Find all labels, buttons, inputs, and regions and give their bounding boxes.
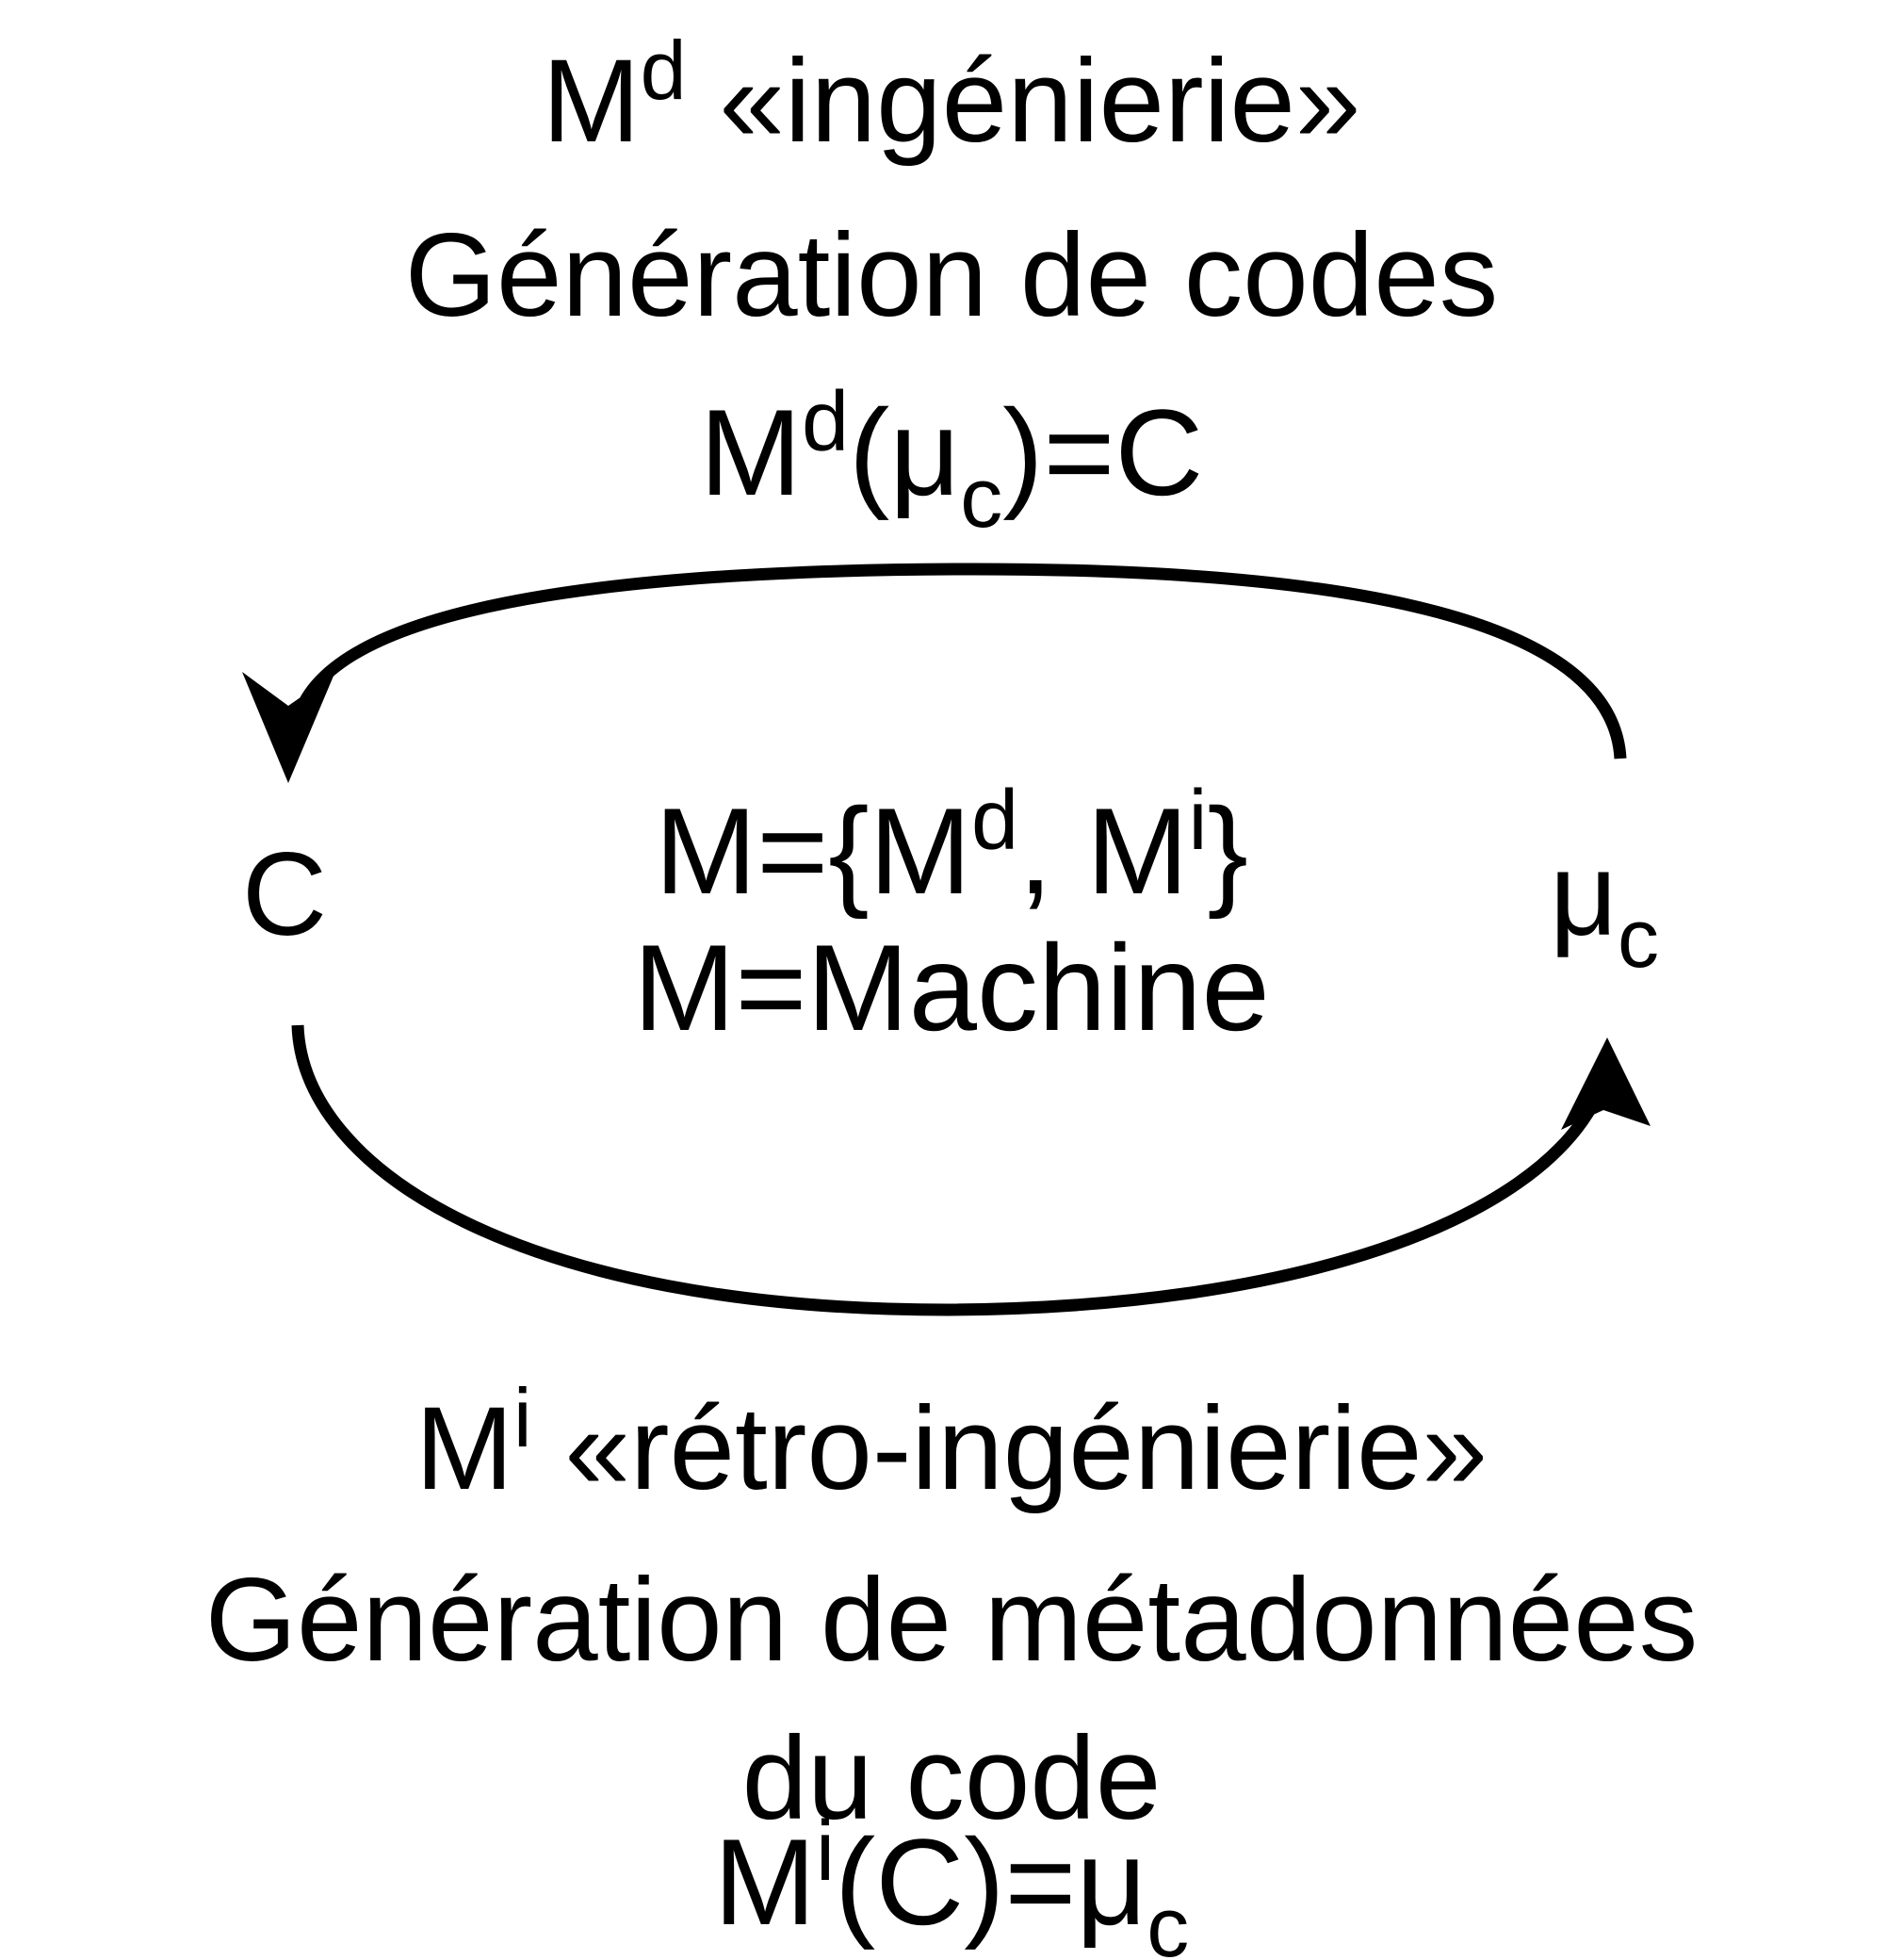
machine-set-a: M={M [655,782,971,920]
forward-arc-curve [292,563,1627,760]
forward-formula-sup-d: d [802,375,849,469]
top-caption-line1: Md «ingénierie» [543,24,1361,167]
reverse-formula-sub-c: c [1147,1881,1189,1960]
top-caption-line2-text: Génération de codes [405,210,1499,341]
forward-engineering-caption: Md «ingénierie» Génération de codes Md(μ… [405,24,1499,546]
reverse-formula: Mi(C)=μc [714,1805,1190,1960]
top-caption-sup-d: d [641,24,687,117]
bottom-caption-sup-i: i [513,1371,532,1464]
reverse-arc-curve [291,1024,1602,1316]
forward-formula-sub-c: c [960,451,1002,546]
bottom-caption-line3: du code [742,1713,1162,1844]
machine-set-b: , M [1018,782,1189,920]
reverse-formula-sup-i: i [816,1805,835,1899]
reverse-formula-m: M [714,1813,816,1951]
forward-formula-open-mu: (μ [849,384,960,521]
top-caption-line2: Génération de codes [405,210,1499,341]
machine-set-sup-d: d [971,774,1018,868]
reverse-formula-mid: (C)=μ [835,1813,1147,1951]
arrowhead-up-icon [1561,1037,1651,1130]
cycle-nodes: C M={Md, Mi} M=Machine μc [242,774,1659,1056]
code-node-label: C [242,829,327,960]
bottom-caption-line1-rest: «rétro-ingénierie» [532,1383,1488,1514]
arrowhead-down-icon [242,672,334,783]
forward-formula: Md(μc)=C [700,375,1204,546]
metadata-node-mu: μ [1550,829,1618,960]
bottom-caption-line1: Mi «rétro-ingénierie» [415,1371,1488,1514]
reverse-engineering-caption: Mi «rétro-ingénierie» Génération de méta… [205,1371,1698,1960]
bottom-caption-line2-text: Génération de métadonnées [205,1555,1698,1686]
top-caption-line1-rest: «ingénierie» [687,36,1361,167]
forward-arrow [242,563,1627,783]
forward-formula-m: M [700,384,802,521]
machine-def-text: M=Machine [633,919,1270,1056]
code-node-text: C [242,829,327,960]
bottom-caption-line3-text: du code [742,1713,1162,1844]
bottom-caption-m: M [415,1383,513,1514]
top-caption-m: M [543,36,641,167]
machine-set-line: M={Md, Mi} [655,774,1248,920]
reverse-arrow [291,1024,1651,1316]
machine-def-line: M=Machine [633,919,1270,1056]
metadata-node-label: μc [1550,829,1659,985]
bottom-caption-line2: Génération de métadonnées [205,1555,1698,1686]
machine-set-sup-i: i [1189,774,1208,868]
forward-formula-close: )=C [1002,384,1203,521]
metadata-node-sub-c: c [1618,891,1659,985]
machine-set-c: } [1208,782,1248,920]
